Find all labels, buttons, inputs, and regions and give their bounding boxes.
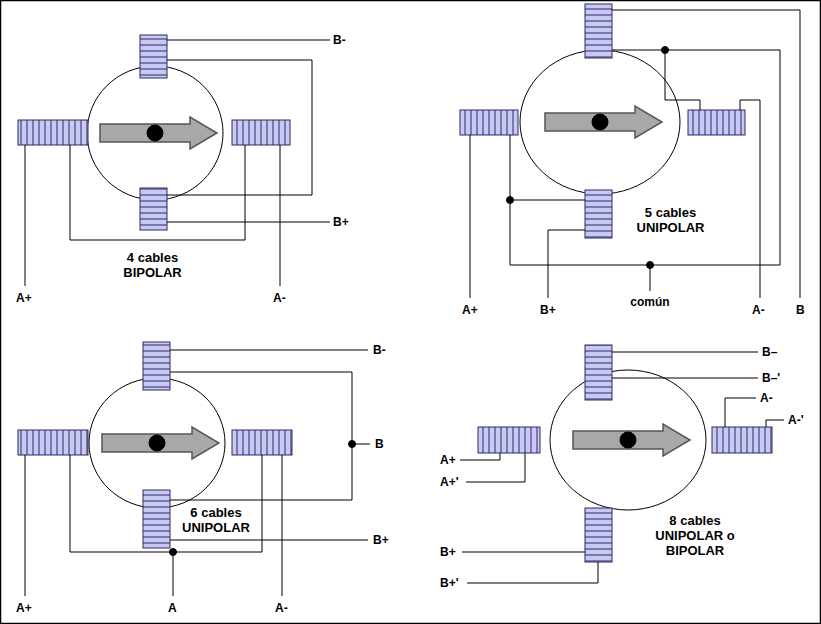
bipolar-4-wire-motor-part [167, 222, 330, 223]
bipolar-4-wire-motor-part [18, 120, 88, 145]
unipolar-5-wire-motor-part [548, 230, 585, 298]
unipolar-6-wire-motor-part [170, 350, 368, 351]
unipolar-5-wire-motor-part [662, 47, 669, 54]
unipolar-bipolar-8-wire-motor-part [612, 378, 758, 379]
unipolar-6-wire-motor-part [349, 441, 356, 448]
bipolar-4-wire-motor-part [280, 145, 281, 286]
unipolar-5-wire-motor-part [585, 190, 612, 238]
terminal-label: A-' [788, 412, 804, 428]
unipolar-bipolar-8-wire-motor-part [460, 453, 500, 460]
terminal-label: B- [333, 32, 346, 48]
unipolar-5-wire-motor-part [612, 10, 800, 298]
unipolar-6-wire-motor [18, 342, 370, 596]
unipolar-5-wire-motor-part [507, 197, 514, 204]
terminal-label: B+' [440, 575, 459, 591]
unipolar-6-wire-motor-part [143, 490, 170, 548]
unipolar-6-wire-motor-part [173, 552, 174, 596]
unipolar-bipolar-8-wire-motor [460, 345, 784, 583]
motor-type-caption: 6 cables UNIPOLAR [176, 505, 256, 535]
terminal-label: A+ [16, 290, 32, 306]
unipolar-bipolar-8-wire-motor-part [478, 427, 540, 453]
unipolar-6-wire-motor-part [282, 455, 283, 596]
unipolar-bipolar-8-wire-motor-part [467, 562, 598, 583]
unipolar-bipolar-8-wire-motor-part [712, 427, 772, 453]
terminal-label: A- [760, 390, 773, 406]
unipolar-6-wire-motor-part [232, 430, 292, 455]
unipolar-5-wire-motor-part [688, 110, 745, 135]
bipolar-4-wire-motor [18, 35, 330, 286]
terminal-label: B– [762, 344, 777, 360]
terminal-label: A+' [440, 474, 459, 490]
terminal-label: A- [752, 302, 765, 318]
unipolar-bipolar-8-wire-motor-part [585, 345, 612, 400]
terminal-label: A+ [16, 600, 32, 616]
terminal-label: A+ [462, 302, 478, 318]
motor-type-caption: 5 cables UNIPOLAR [628, 205, 713, 235]
unipolar-5-wire-motor-part [470, 135, 471, 298]
bipolar-4-wire-motor-part [100, 117, 217, 149]
unipolar-6-wire-motor-part [102, 427, 219, 459]
terminal-label: B+ [440, 544, 456, 560]
unipolar-bipolar-8-wire-motor-part [725, 398, 756, 427]
bipolar-4-wire-motor-part [167, 40, 330, 41]
unipolar-5-wire-motor-part [665, 50, 700, 110]
unipolar-5-wire-motor-part [740, 100, 760, 298]
unipolar-6-wire-motor-part [170, 549, 177, 556]
terminal-label: B [796, 302, 805, 318]
terminal-label: A- [273, 290, 286, 306]
terminal-label: A [168, 600, 177, 616]
unipolar-6-wire-motor-part [25, 455, 26, 596]
unipolar-6-wire-motor-part [89, 378, 225, 508]
terminal-label: B+ [333, 214, 349, 230]
terminal-label: B+ [540, 302, 556, 318]
unipolar-bipolar-8-wire-motor-part [585, 508, 612, 562]
unipolar-5-wire-motor-part [585, 4, 612, 58]
unipolar-6-wire-motor-part [170, 372, 352, 500]
unipolar-5-wire-motor-part [510, 50, 780, 265]
motor-type-caption: 8 cables UNIPOLAR o BIPOLAR [645, 513, 745, 558]
unipolar-bipolar-8-wire-motor-part [462, 552, 585, 553]
bipolar-4-wire-motor-part [140, 35, 167, 78]
terminal-label: B+ [373, 532, 389, 548]
terminal-label: B–' [762, 370, 780, 386]
unipolar-5-wire-motor-part [460, 110, 518, 135]
terminal-label: A+ [440, 452, 456, 468]
terminal-label: A- [275, 600, 288, 616]
unipolar-6-wire-motor-part [70, 455, 262, 552]
unipolar-bipolar-8-wire-motor-part [612, 352, 758, 353]
bipolar-4-wire-motor-part [232, 120, 290, 145]
terminal-label: B [375, 436, 384, 452]
bipolar-4-wire-motor-part [25, 145, 26, 286]
terminal-label: común [620, 294, 680, 310]
bipolar-4-wire-motor-part [167, 60, 312, 195]
unipolar-bipolar-8-wire-motor-part [550, 370, 706, 510]
bipolar-4-wire-motor-part [140, 188, 167, 230]
unipolar-bipolar-8-wire-motor-part [766, 420, 784, 427]
unipolar-bipolar-8-wire-motor-part [573, 424, 690, 456]
unipolar-6-wire-motor-part [143, 342, 170, 390]
unipolar-5-wire-motor-part [510, 200, 585, 201]
unipolar-5-wire-motor-part [545, 106, 662, 138]
unipolar-5-wire-motor-part [520, 50, 680, 194]
bipolar-4-wire-motor-part [70, 145, 245, 240]
unipolar-6-wire-motor-part [170, 540, 368, 541]
unipolar-6-wire-motor-part [18, 430, 88, 455]
unipolar-5-wire-motor-part [647, 262, 654, 269]
unipolar-bipolar-8-wire-motor-part [466, 453, 525, 482]
unipolar-5-wire-motor [460, 4, 800, 298]
terminal-label: B- [373, 342, 386, 358]
bipolar-4-wire-motor-part [87, 66, 223, 200]
motor-type-caption: 4 cables BIPOLAR [110, 250, 195, 280]
